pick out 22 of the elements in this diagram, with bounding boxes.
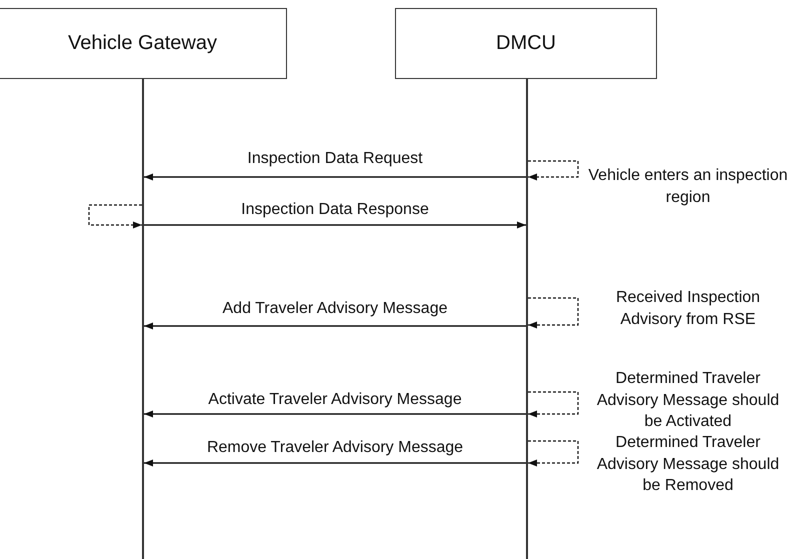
note-text: Vehicle enters an inspection region (588, 166, 788, 208)
lifeline (142, 79, 144, 559)
self-message-arrow (528, 391, 579, 418)
participant-name: DMCU (496, 32, 556, 55)
edge-label: Add Traveler Advisory Message (220, 300, 450, 318)
note-text: Received Inspection Advisory from RSE (614, 288, 762, 330)
message-arrow (144, 322, 526, 330)
lifeline (526, 79, 528, 559)
note-text: Determined Traveler Advisory Message should be Removed (596, 433, 780, 496)
note-text: Determined Traveler Advisory Message should be Activated (596, 369, 780, 432)
participant-box (0, 8, 287, 79)
participant-box (395, 8, 657, 79)
participant-name: Vehicle Gateway (68, 32, 217, 55)
self-message-arrow (528, 297, 579, 328)
message-arrow (144, 222, 526, 228)
self-message-arrow (528, 160, 579, 180)
self-message-arrow (88, 204, 142, 228)
self-message-arrow (528, 440, 579, 466)
edge-label: Activate Traveler Advisory Message (206, 391, 464, 409)
message-arrow (144, 174, 526, 180)
message-arrow (144, 460, 526, 466)
message-arrow (144, 410, 526, 418)
